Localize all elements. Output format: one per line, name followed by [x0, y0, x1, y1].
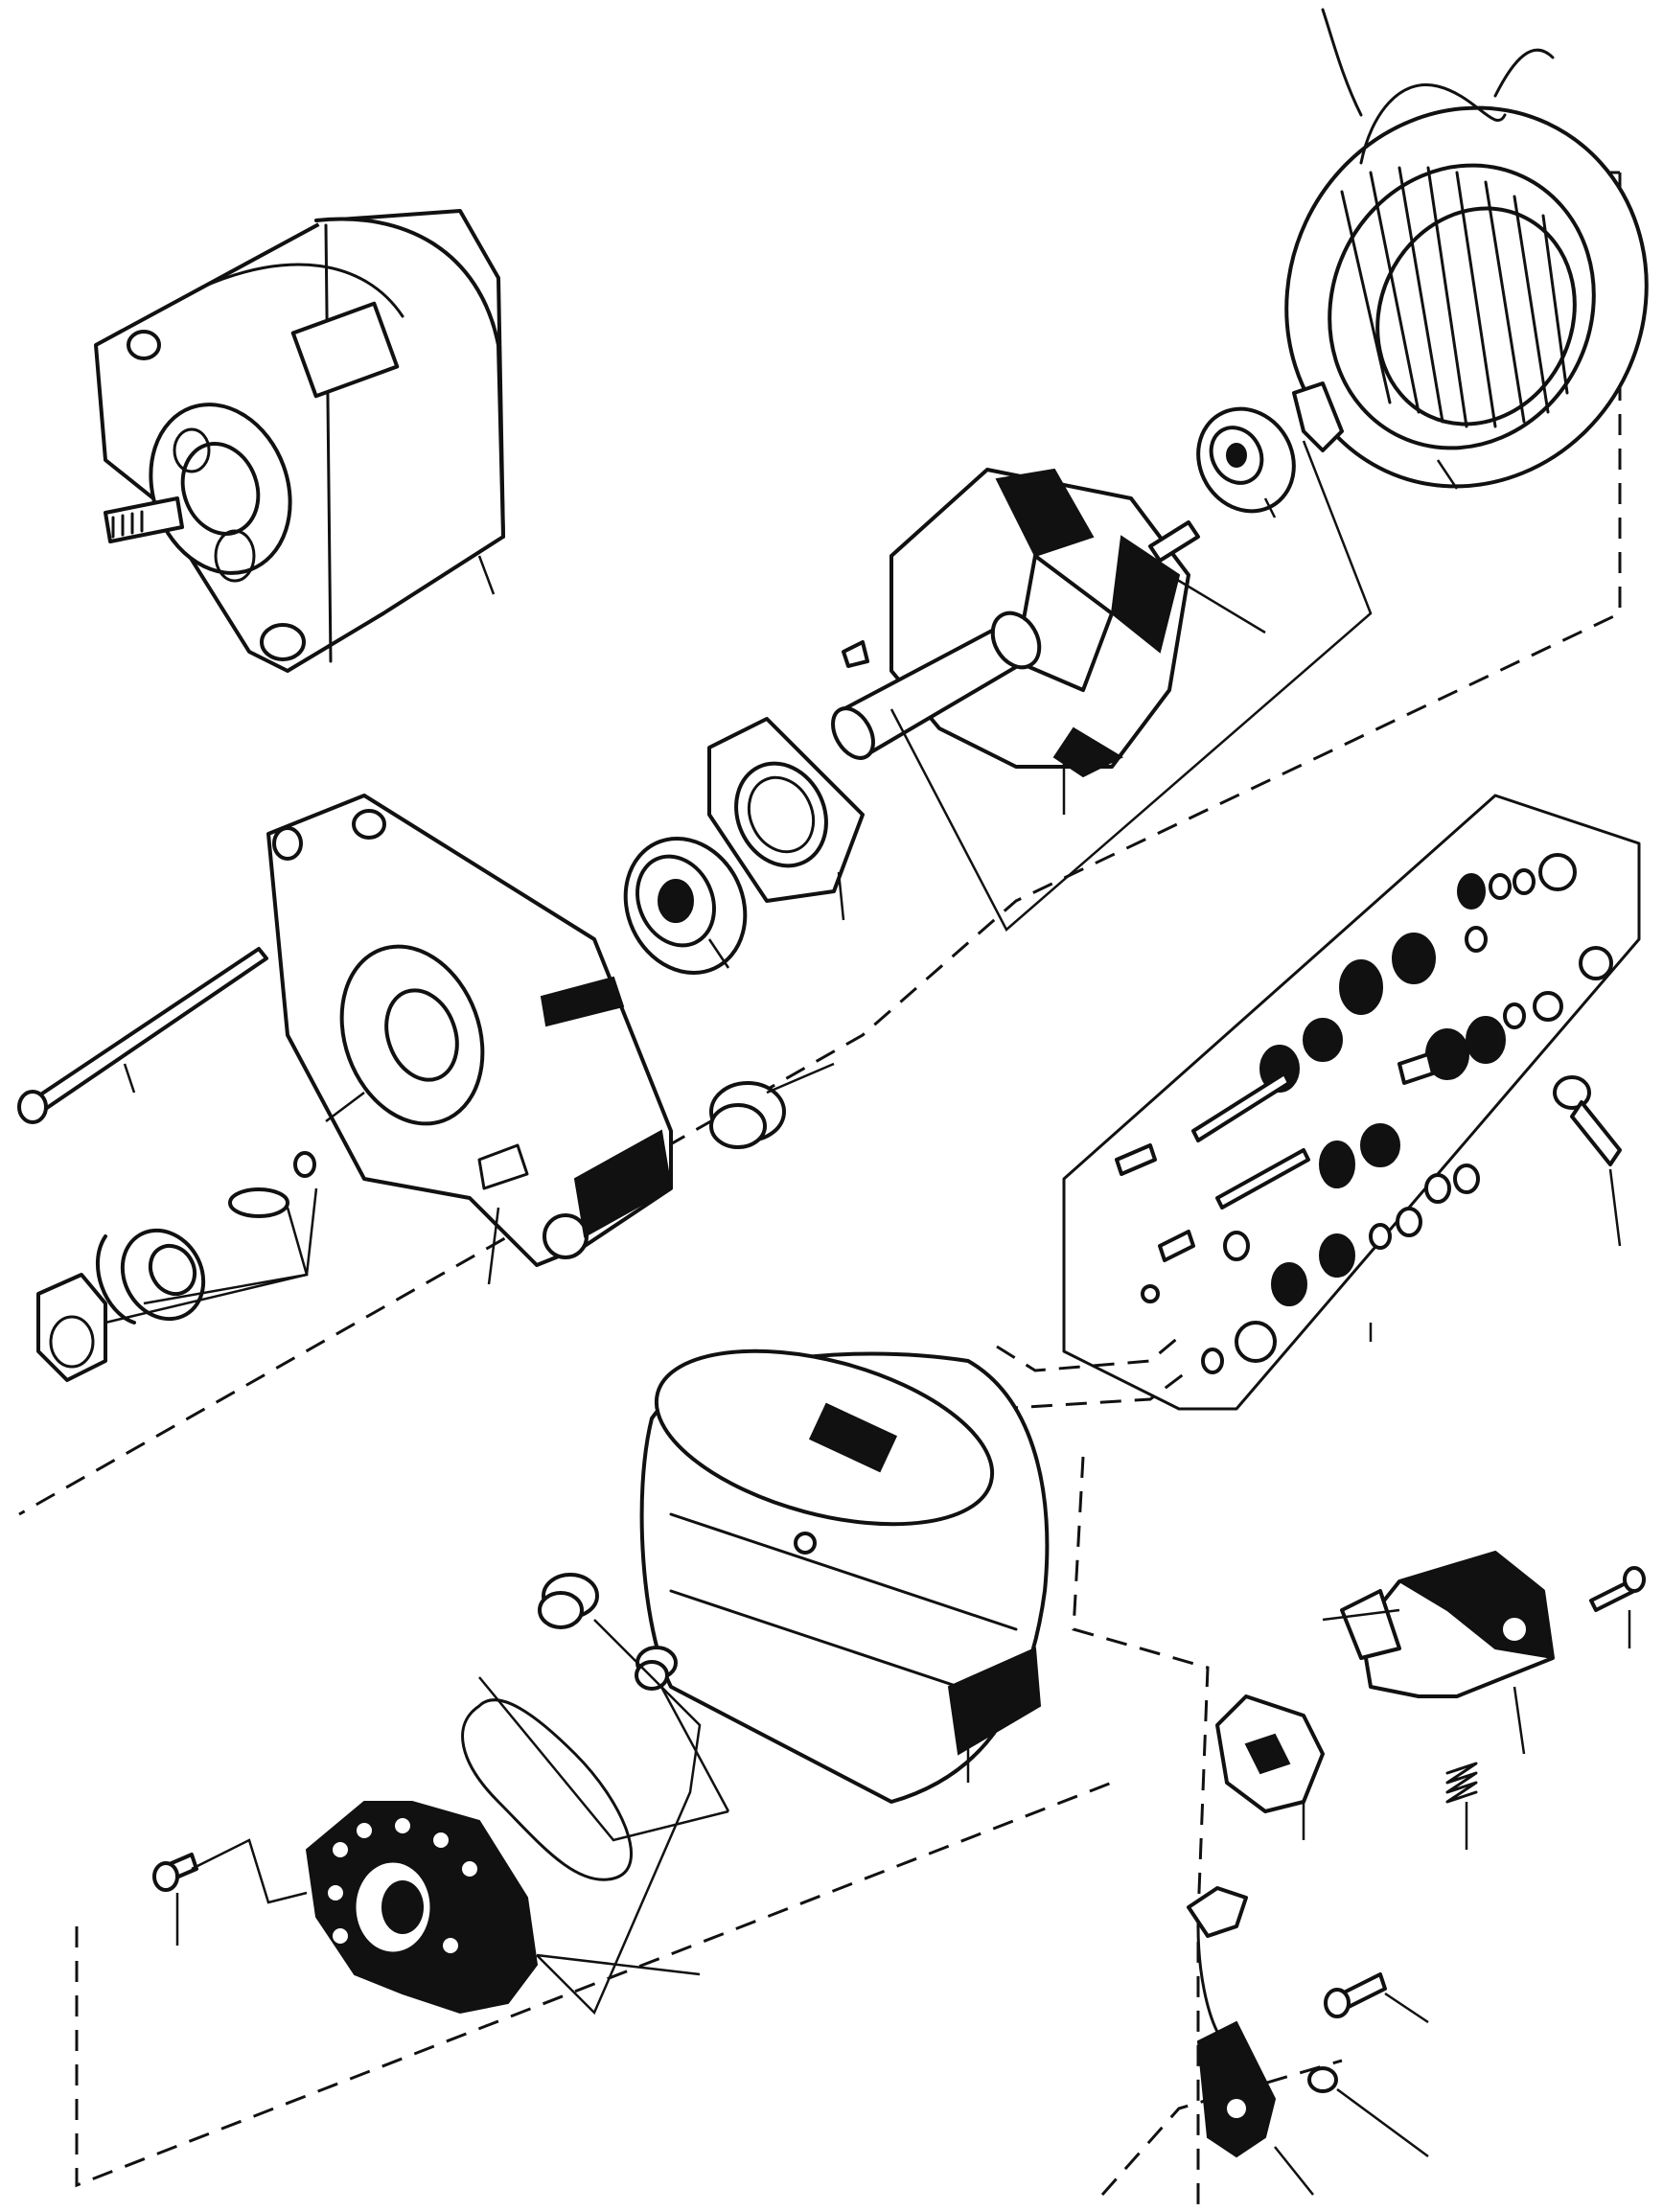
- nameplate: [290, 301, 400, 399]
- hardware-row-4: [1115, 1123, 1480, 1210]
- terminal-hardware-kit: [1062, 794, 1641, 1411]
- front-housing: [266, 794, 673, 1267]
- rear-housing-label: [808, 1402, 898, 1473]
- rotor-woodruff-key: [842, 381, 1344, 668]
- rotor: [831, 468, 1200, 778]
- rectifier-insulator-ring: [461, 1698, 633, 1881]
- brush-holder: [1215, 1694, 1325, 1813]
- hardware-row-2: [1339, 926, 1613, 1029]
- alternator-assembly: [94, 209, 505, 673]
- rectifier-diode-plate: [305, 1801, 539, 2015]
- stator: [1284, 8, 1649, 489]
- rectifier-screw: [152, 1853, 198, 1892]
- hardware-row-5: [1141, 1207, 1422, 1306]
- housing-bushing: [709, 1081, 786, 1149]
- front-bearing: [623, 836, 748, 976]
- rectifier-bushings: [538, 1573, 678, 1691]
- capacitor-screw-and-washer: [1307, 1972, 1387, 2093]
- shaft: [104, 496, 184, 543]
- small-bolt: [228, 1187, 289, 1218]
- leader-lines: [104, 440, 1631, 2196]
- hardware-row-6: [1201, 1321, 1277, 1374]
- rear-housing: [639, 1348, 1050, 1804]
- regulator-screw: [1589, 1566, 1646, 1612]
- voltage-regulator: [1340, 1551, 1555, 1698]
- terminal-lug: [1553, 1075, 1622, 1166]
- brush-spring: [1445, 1762, 1478, 1804]
- hardware-row-1: [1457, 853, 1577, 910]
- rotor-bearing-rear: [1196, 406, 1296, 514]
- through-bolt: [17, 947, 268, 1124]
- pulley-nut-and-washers: [36, 1151, 316, 1382]
- capacitor: [1187, 1886, 1277, 2158]
- hardware-row-3: [1191, 1016, 1506, 1142]
- bearing-retainer-plate: [707, 717, 865, 903]
